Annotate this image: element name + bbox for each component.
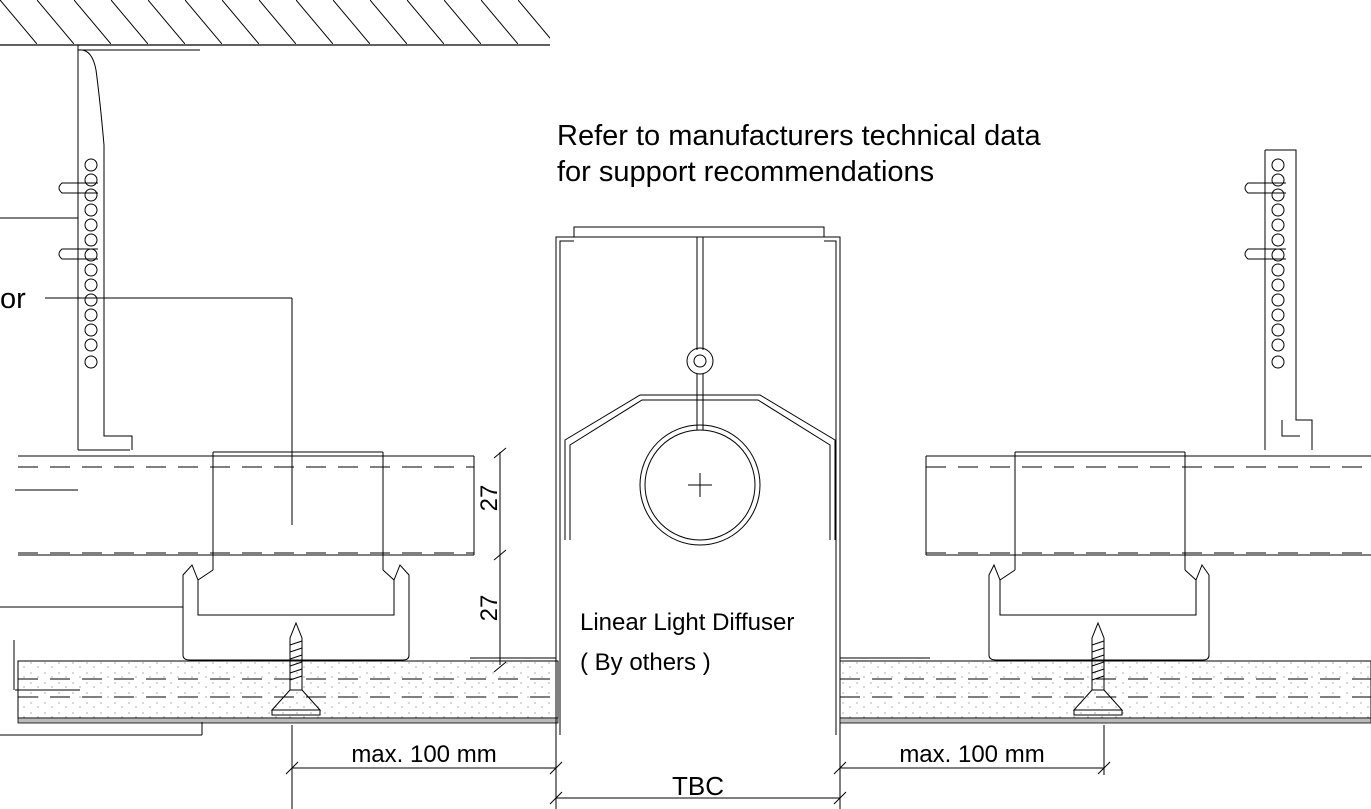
- right-plasterboard: [839, 660, 1371, 724]
- right-max-dimension: max. 100 mm: [899, 741, 1044, 768]
- diffuser-label-line-1: Linear Light Diffuser: [580, 609, 794, 636]
- right-primary-channel: [925, 451, 1371, 570]
- partial-left-label: or: [0, 283, 26, 315]
- right-hanger-bracket: [1244, 149, 1313, 450]
- left-plasterboard: [13, 640, 559, 724]
- right-screw: [1072, 621, 1124, 716]
- linear-diffuser: [470, 226, 930, 735]
- bottom-dimensions: [285, 725, 1111, 809]
- hanger-holes-left: [84, 158, 98, 369]
- left-furring-channel: [182, 564, 410, 661]
- hanger-holes-right: [1271, 158, 1285, 369]
- note-line-2: for support recommendations: [557, 156, 934, 188]
- width-dimension: TBC: [672, 771, 724, 801]
- lower-height-label: 27: [476, 595, 503, 622]
- note-line-1: Refer to manufacturers technical data: [557, 120, 1041, 152]
- height-dimension: [493, 447, 507, 673]
- right-furring-channel: [988, 563, 1210, 661]
- left-hanger-bracket: [58, 45, 200, 451]
- upper-height-label: 27: [476, 485, 503, 512]
- diffuser-label-line-2: ( By others ): [580, 649, 711, 676]
- left-primary-channel: [15, 451, 475, 570]
- ceiling-slab: [0, 0, 550, 46]
- left-max-dimension: max. 100 mm: [351, 741, 496, 768]
- left-screw: [270, 621, 322, 716]
